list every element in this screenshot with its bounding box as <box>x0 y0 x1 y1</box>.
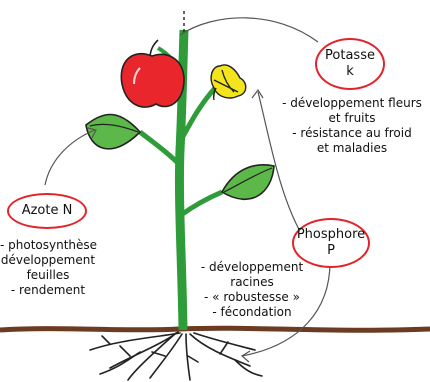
potasse-roles: - développement fleurs et fruits - résis… <box>282 96 422 156</box>
left-leaf <box>86 115 140 149</box>
potasse-role-3: - résistance au froid <box>282 126 422 141</box>
potasse-bubble: Potasse k <box>315 38 385 90</box>
phosphore-role-1: - développement <box>196 260 308 275</box>
apple <box>121 40 184 107</box>
azote-name: Azote N <box>22 203 73 219</box>
azote-role-4: - rendement <box>0 283 96 298</box>
azote-role-1: - photosynthèse <box>0 238 96 253</box>
soil-line <box>0 328 430 330</box>
phosphore-role-3: - « robustesse » <box>196 290 308 305</box>
azote-role-2: développement <box>0 253 96 268</box>
potasse-symbol: k <box>346 64 354 80</box>
left-leaf-branch <box>140 132 180 165</box>
phosphore-name: Phosphore <box>297 227 365 243</box>
phosphore-role-4: - fécondation <box>196 305 308 320</box>
arrow-potasse-apple <box>180 18 318 42</box>
azote-bubble: Azote N <box>7 193 87 229</box>
azote-role-3: feuilles <box>0 268 96 283</box>
phosphore-roles: - développement racines - « robustesse »… <box>196 260 308 320</box>
arrow-azote-leaf <box>45 130 95 185</box>
azote-roles: - photosynthèse développement feuilles -… <box>0 238 96 298</box>
roots <box>90 332 262 380</box>
phosphore-role-2: racines <box>196 275 308 290</box>
potasse-role-1: - développement fleurs <box>282 96 422 111</box>
flower <box>211 65 246 100</box>
potasse-role-2: et fruits <box>282 111 422 126</box>
right-leaf-branch <box>181 192 222 215</box>
potasse-role-4: et maladies <box>282 141 422 156</box>
phosphore-symbol: P <box>327 243 335 259</box>
potasse-name: Potasse <box>325 48 375 64</box>
